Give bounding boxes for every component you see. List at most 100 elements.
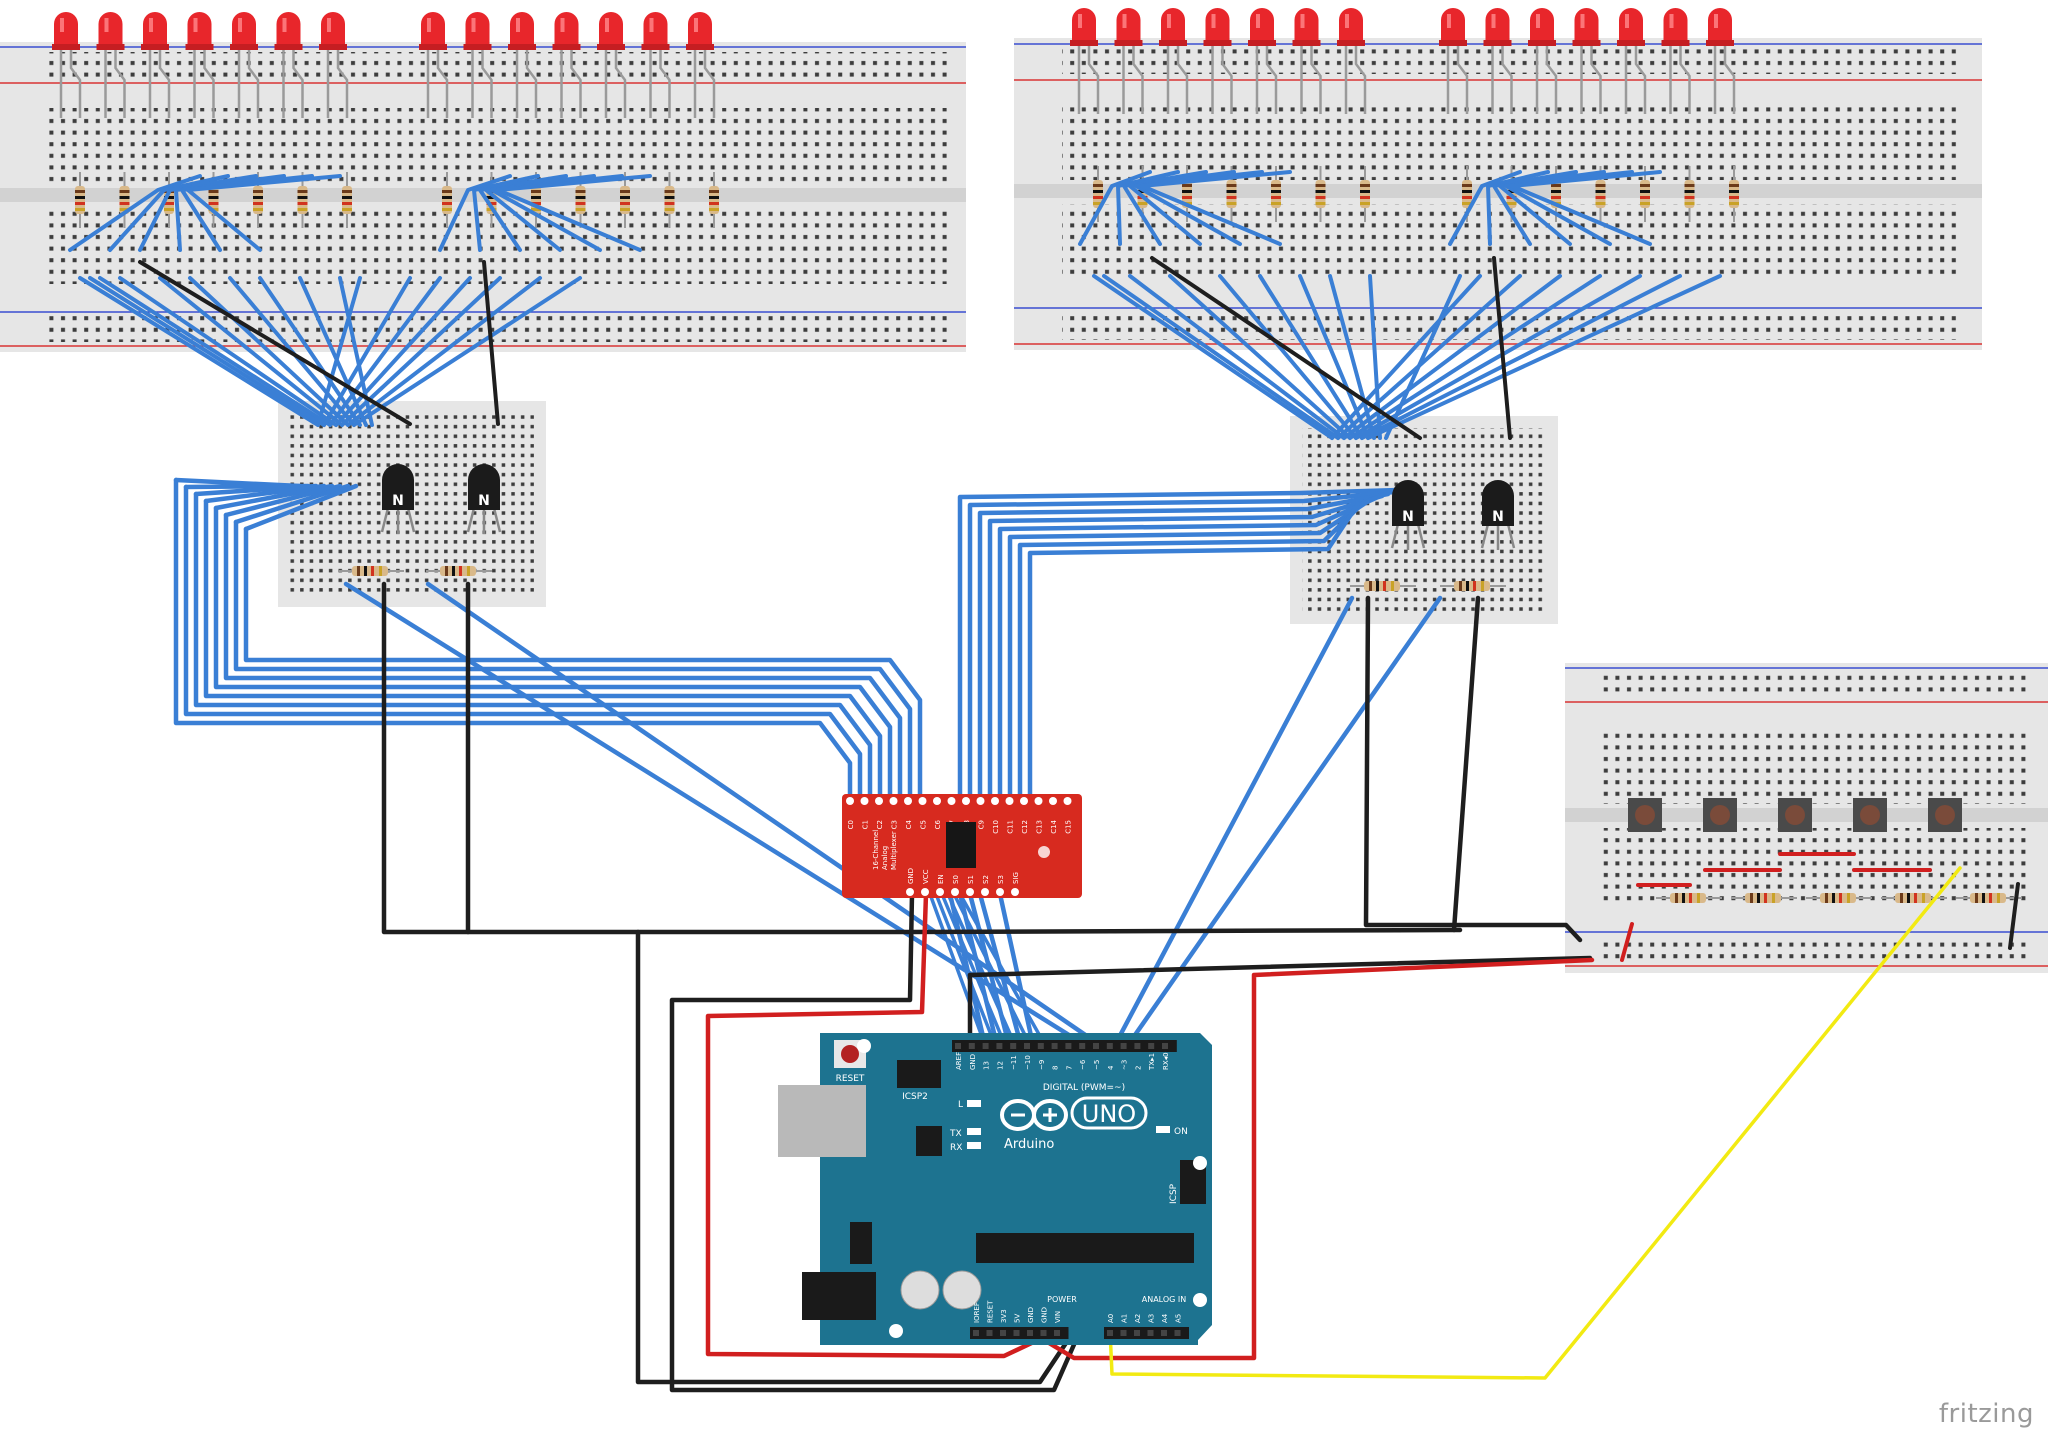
wire[interactable] <box>958 892 1047 1047</box>
wire[interactable] <box>669 891 1079 1393</box>
wire[interactable] <box>967 489 1397 803</box>
wire[interactable] <box>946 892 1017 1047</box>
push-button[interactable] <box>1778 798 1812 832</box>
wire[interactable] <box>1336 274 1522 440</box>
wire[interactable] <box>322 276 412 427</box>
wire[interactable] <box>334 276 472 427</box>
wire[interactable] <box>1366 274 1722 440</box>
wire[interactable] <box>1128 274 1346 440</box>
wire[interactable] <box>98 276 332 427</box>
wire[interactable] <box>158 276 344 427</box>
wire[interactable] <box>987 493 1385 803</box>
wire[interactable] <box>1140 170 1292 246</box>
push-button[interactable] <box>1853 798 1887 832</box>
wire[interactable] <box>934 892 997 1047</box>
wire[interactable] <box>258 276 362 427</box>
wire[interactable] <box>138 260 412 426</box>
wire[interactable] <box>1112 595 1355 1048</box>
wire[interactable] <box>138 174 258 252</box>
wire[interactable] <box>438 174 512 252</box>
wire[interactable] <box>478 174 568 252</box>
wire[interactable] <box>1620 922 1634 962</box>
wire[interactable] <box>1168 274 1352 440</box>
wire[interactable] <box>957 487 1403 803</box>
wire[interactable] <box>243 526 923 803</box>
wire[interactable] <box>381 581 913 935</box>
wire[interactable] <box>907 927 1457 935</box>
wire[interactable] <box>183 484 863 803</box>
wire[interactable] <box>328 276 442 427</box>
wire[interactable] <box>997 891 1036 1048</box>
wire[interactable] <box>635 929 1071 1385</box>
wire[interactable] <box>188 276 350 427</box>
wire[interactable] <box>940 892 1007 1047</box>
wire[interactable] <box>223 483 343 518</box>
wire[interactable] <box>346 276 542 427</box>
reset-button-cap[interactable] <box>841 1045 859 1063</box>
wire[interactable] <box>928 892 987 1047</box>
wire[interactable] <box>1448 170 1522 246</box>
wire[interactable] <box>1125 595 1443 1048</box>
wire[interactable] <box>118 276 338 427</box>
wire[interactable] <box>1218 274 1358 440</box>
wire[interactable] <box>484 174 596 252</box>
push-button[interactable] <box>1928 798 1962 832</box>
wire[interactable] <box>233 483 351 525</box>
wire[interactable] <box>1092 274 1334 440</box>
wire[interactable] <box>1348 274 1602 440</box>
wire[interactable] <box>705 891 1041 1359</box>
wire[interactable] <box>1492 170 1578 246</box>
wire[interactable] <box>1128 170 1236 246</box>
wire[interactable] <box>1102 274 1340 440</box>
wire[interactable] <box>1354 274 1642 440</box>
wire[interactable] <box>1078 170 1152 246</box>
wire[interactable] <box>233 519 913 803</box>
wire[interactable] <box>1451 595 1481 933</box>
wire[interactable] <box>1330 274 1482 440</box>
wire[interactable] <box>186 174 342 252</box>
wire[interactable] <box>952 892 1032 1047</box>
wire[interactable] <box>203 483 327 504</box>
wire[interactable] <box>472 174 540 252</box>
wire[interactable] <box>1108 866 1962 1380</box>
wire[interactable] <box>243 483 359 532</box>
wire[interactable] <box>1258 274 1364 440</box>
wire[interactable] <box>482 260 500 426</box>
wire[interactable] <box>173 477 853 803</box>
wire[interactable] <box>223 512 903 803</box>
wire[interactable] <box>1510 170 1662 246</box>
wire[interactable] <box>1041 957 1595 1361</box>
push-button[interactable] <box>1703 798 1737 832</box>
wire[interactable] <box>1384 274 1462 440</box>
wire[interactable] <box>68 174 202 252</box>
wire[interactable] <box>193 491 873 803</box>
wire[interactable] <box>298 276 368 427</box>
wire[interactable] <box>1360 274 1682 440</box>
wire[interactable] <box>1363 595 1583 943</box>
wire[interactable] <box>213 483 335 511</box>
wire[interactable] <box>1116 170 1180 246</box>
wire[interactable] <box>2008 882 2020 950</box>
wire[interactable] <box>78 276 320 427</box>
wire[interactable] <box>88 276 326 427</box>
wire[interactable] <box>977 491 1391 803</box>
wire[interactable] <box>316 276 362 427</box>
wire[interactable] <box>1492 256 1512 440</box>
wire[interactable] <box>213 505 893 803</box>
resistor-band <box>452 566 455 576</box>
wire[interactable] <box>1122 170 1208 246</box>
wire[interactable] <box>1150 256 1422 440</box>
push-button[interactable] <box>1628 798 1662 832</box>
wire[interactable] <box>1027 501 1361 803</box>
wire[interactable] <box>352 276 582 427</box>
wire[interactable] <box>496 174 652 252</box>
wire[interactable] <box>203 498 883 803</box>
wire[interactable] <box>967 955 1593 978</box>
wire[interactable] <box>174 174 286 252</box>
wire[interactable] <box>1498 170 1606 246</box>
wire[interactable] <box>1486 170 1550 246</box>
wire[interactable] <box>997 495 1379 803</box>
wire[interactable] <box>108 174 230 252</box>
wire[interactable] <box>1007 497 1373 803</box>
wire[interactable] <box>947 891 988 1048</box>
